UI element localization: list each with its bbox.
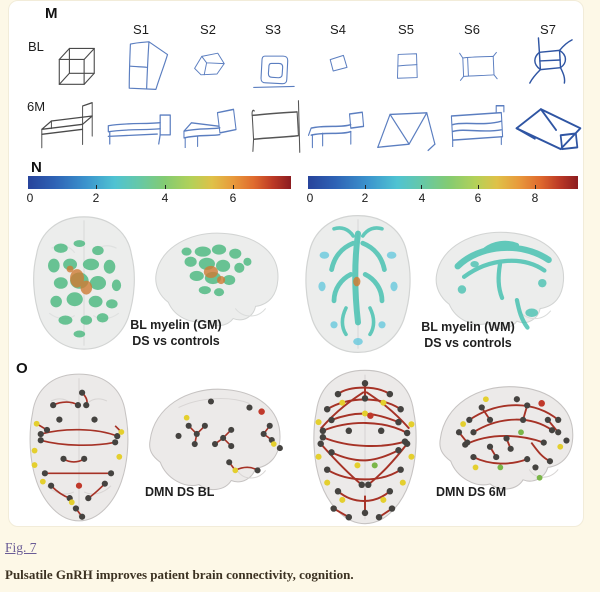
colorbar-wm-tick-6: 6	[474, 191, 482, 205]
subject-header-s1: S1	[133, 22, 149, 37]
connectome-sagittal-bl-render	[149, 388, 283, 491]
row-label-6m: 6M	[27, 99, 46, 114]
panel-n-letter: N	[31, 159, 42, 176]
colorbar-tickmark	[96, 185, 97, 189]
cube-copy-s2-sketch	[194, 52, 225, 76]
gm-caption-line2: DS vs controls	[132, 333, 220, 348]
figure-7-link[interactable]: Fig. 7	[5, 540, 37, 555]
wm-caption-line2: DS vs controls	[424, 335, 512, 350]
subject-header-s7: S7	[540, 22, 556, 37]
panel-o-letter: O	[16, 360, 28, 377]
colorbar-tickmark	[478, 185, 479, 189]
cube-copy-s1-sketch	[128, 41, 169, 90]
colorbar-gm-tick-4: 4	[161, 191, 169, 205]
cube-copy-s4-sketch	[329, 54, 348, 72]
bed-model-sketch	[41, 102, 93, 149]
cube-copy-s7-sketch	[529, 37, 573, 84]
brain-sagittal-wm-render	[435, 231, 564, 330]
dmn-bl-caption: DMN DS BL	[145, 485, 215, 499]
gm-caption-line1: BL myelin (GM)	[130, 318, 222, 332]
brain-axial-wm-render	[305, 214, 411, 354]
bed-copy-s4-sketch	[308, 111, 365, 149]
colorbar-tickmark	[365, 185, 366, 189]
bed-copy-s7-sketch	[515, 108, 582, 151]
subject-header-s6: S6	[464, 22, 480, 37]
cube-copy-s6-sketch	[459, 51, 498, 81]
subject-header-s5: S5	[398, 22, 414, 37]
panel-m-letter: M	[45, 5, 58, 22]
connectome-sagittal-6m-render	[439, 386, 574, 490]
subject-header-s3: S3	[265, 22, 281, 37]
subject-header-s4: S4	[330, 22, 346, 37]
colorbar-tickmark	[421, 185, 422, 189]
brain-axial-gm-render	[33, 216, 135, 350]
wm-caption-line1: BL myelin (WM)	[421, 320, 515, 334]
row-label-bl: BL	[28, 39, 44, 54]
connectome-axial-6m-render	[313, 369, 417, 525]
cube-copy-s5-sketch	[397, 53, 418, 79]
gm-caption: BL myelin (GM) DS vs controls	[130, 318, 221, 349]
bed-copy-s5-sketch	[377, 112, 436, 152]
colorbar-wm-tick-8: 8	[531, 191, 539, 205]
bed-copy-s2-sketch	[183, 108, 237, 148]
colorbar-gm	[28, 176, 291, 189]
dmn-6m-caption: DMN DS 6M	[436, 485, 507, 499]
brain-sagittal-gm-render	[155, 232, 279, 327]
connectome-axial-bl-render	[29, 373, 129, 522]
colorbar-wm-tick-2: 2	[361, 191, 369, 205]
cube-copy-s3-sketch	[253, 55, 295, 88]
colorbar-wm-tick-0: 0	[306, 191, 314, 205]
colorbar-gm-tick-0: 0	[26, 191, 34, 205]
bed-copy-s3-sketch	[251, 100, 301, 153]
colorbar-tickmark	[535, 185, 536, 189]
colorbar-wm	[308, 176, 578, 189]
subject-header-s2: S2	[200, 22, 216, 37]
cube-model-sketch	[58, 47, 95, 85]
colorbar-wm-tick-4: 4	[418, 191, 426, 205]
figure-caption-title: Pulsatile GnRH improves patient brain co…	[5, 567, 354, 582]
bed-copy-s6-sketch	[450, 104, 505, 147]
colorbar-tickmark	[233, 185, 234, 189]
wm-caption: BL myelin (WM) DS vs controls	[421, 320, 515, 351]
colorbar-tickmark	[165, 185, 166, 189]
colorbar-gm-tick-6: 6	[229, 191, 237, 205]
bed-copy-s1-sketch	[107, 114, 171, 145]
colorbar-gm-tick-2: 2	[92, 191, 100, 205]
